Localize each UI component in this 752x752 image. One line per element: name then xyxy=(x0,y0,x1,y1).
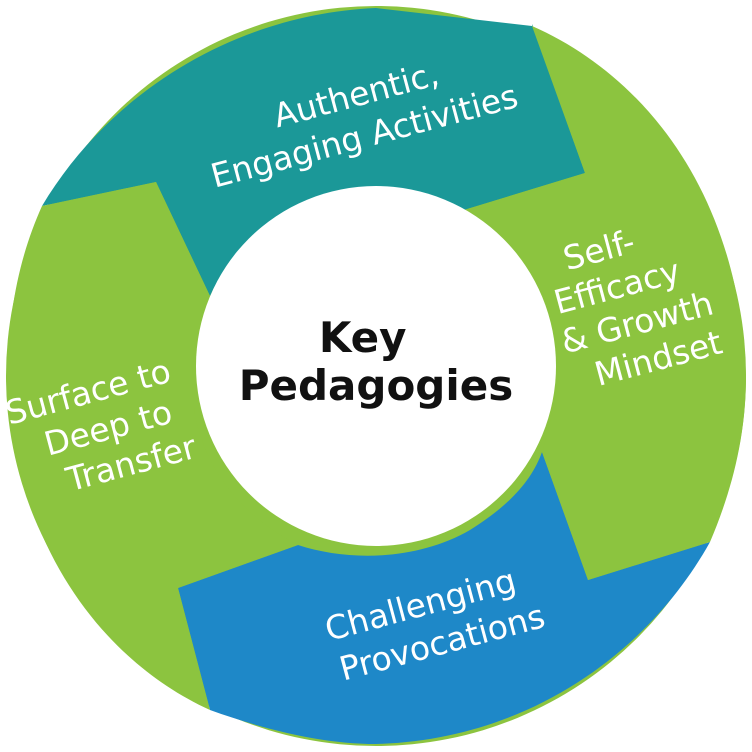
segment-self-efficacy xyxy=(454,26,746,580)
segment-surface xyxy=(8,182,298,710)
segment-challenging xyxy=(178,452,710,744)
segment-authentic xyxy=(42,8,585,296)
center-circle xyxy=(196,186,556,546)
center-title-line-2: Pedagogies xyxy=(239,361,514,410)
svg-text:Key Pedagogies: Key Pedagogies xyxy=(239,313,514,410)
center-title-line-1: Key xyxy=(319,313,407,362)
